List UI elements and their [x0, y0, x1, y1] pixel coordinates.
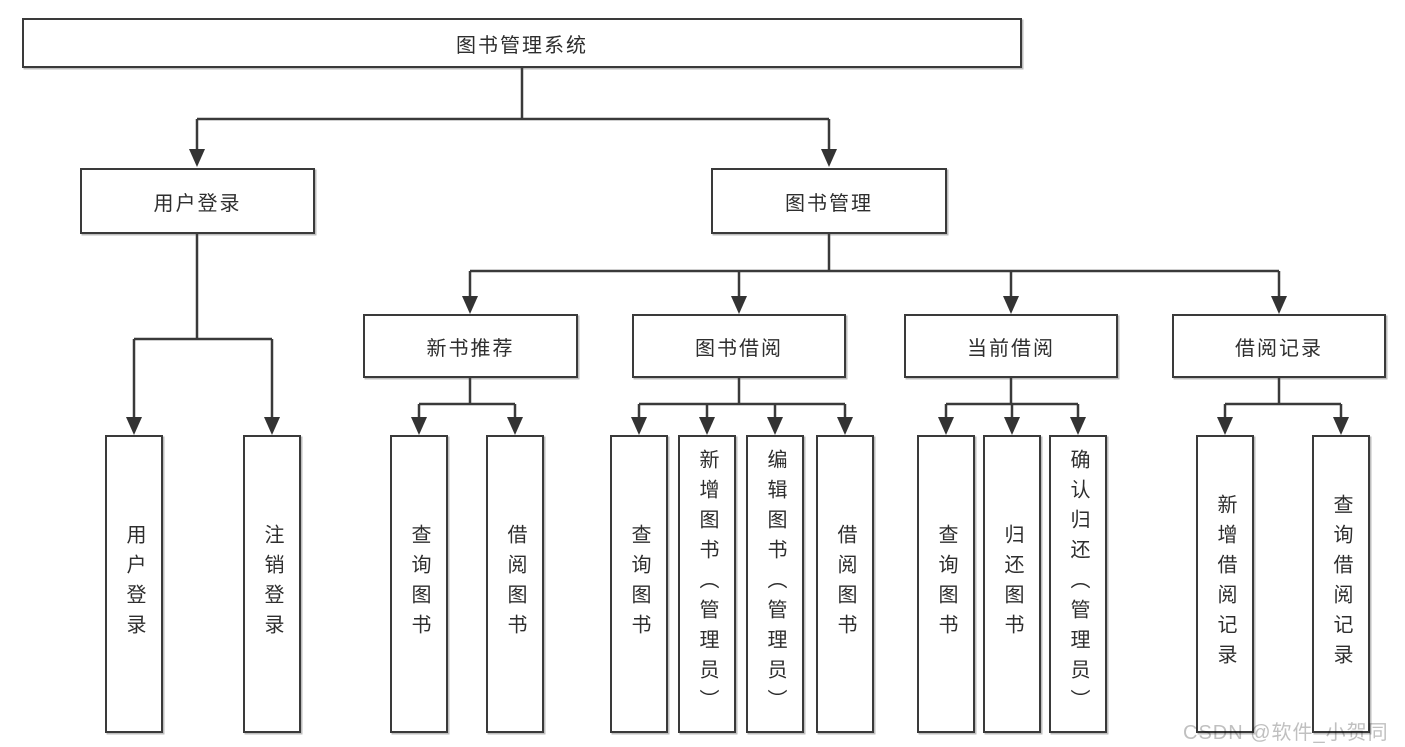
node-current-borrow: 当前借阅 [904, 314, 1118, 378]
node-root: 图书管理系统 [22, 18, 1022, 68]
leaf-query-books-borrow: 查询图书 [610, 435, 668, 733]
node-book-borrow: 图书借阅 [632, 314, 846, 378]
leaf-user-login: 用户登录 [105, 435, 163, 733]
csdn-watermark: CSDN @软件_小贺同学 [1183, 722, 1389, 744]
node-borrow-records: 借阅记录 [1172, 314, 1386, 378]
node-user-login: 用户登录 [80, 168, 315, 234]
arrowhead-group [126, 149, 1349, 435]
leaf-add-book-admin: 新增图书（管理员） [678, 435, 736, 733]
leaf-query-borrow-record: 查询借阅记录 [1312, 435, 1370, 733]
node-new-book-recommend: 新书推荐 [363, 314, 578, 378]
leaf-logout: 注销登录 [243, 435, 301, 733]
node-book-management: 图书管理 [711, 168, 947, 234]
leaf-confirm-return-admin: 确认归还（管理员） [1049, 435, 1107, 733]
leaf-borrow-books-recommend: 借阅图书 [486, 435, 544, 733]
leaf-query-books-recommend: 查询图书 [390, 435, 448, 733]
leaf-query-books-current: 查询图书 [917, 435, 975, 733]
leaf-borrow-books: 借阅图书 [816, 435, 874, 733]
leaf-return-books: 归还图书 [983, 435, 1041, 733]
leaf-edit-book-admin: 编辑图书（管理员） [746, 435, 804, 733]
leaf-add-borrow-record: 新增借阅记录 [1196, 435, 1254, 733]
